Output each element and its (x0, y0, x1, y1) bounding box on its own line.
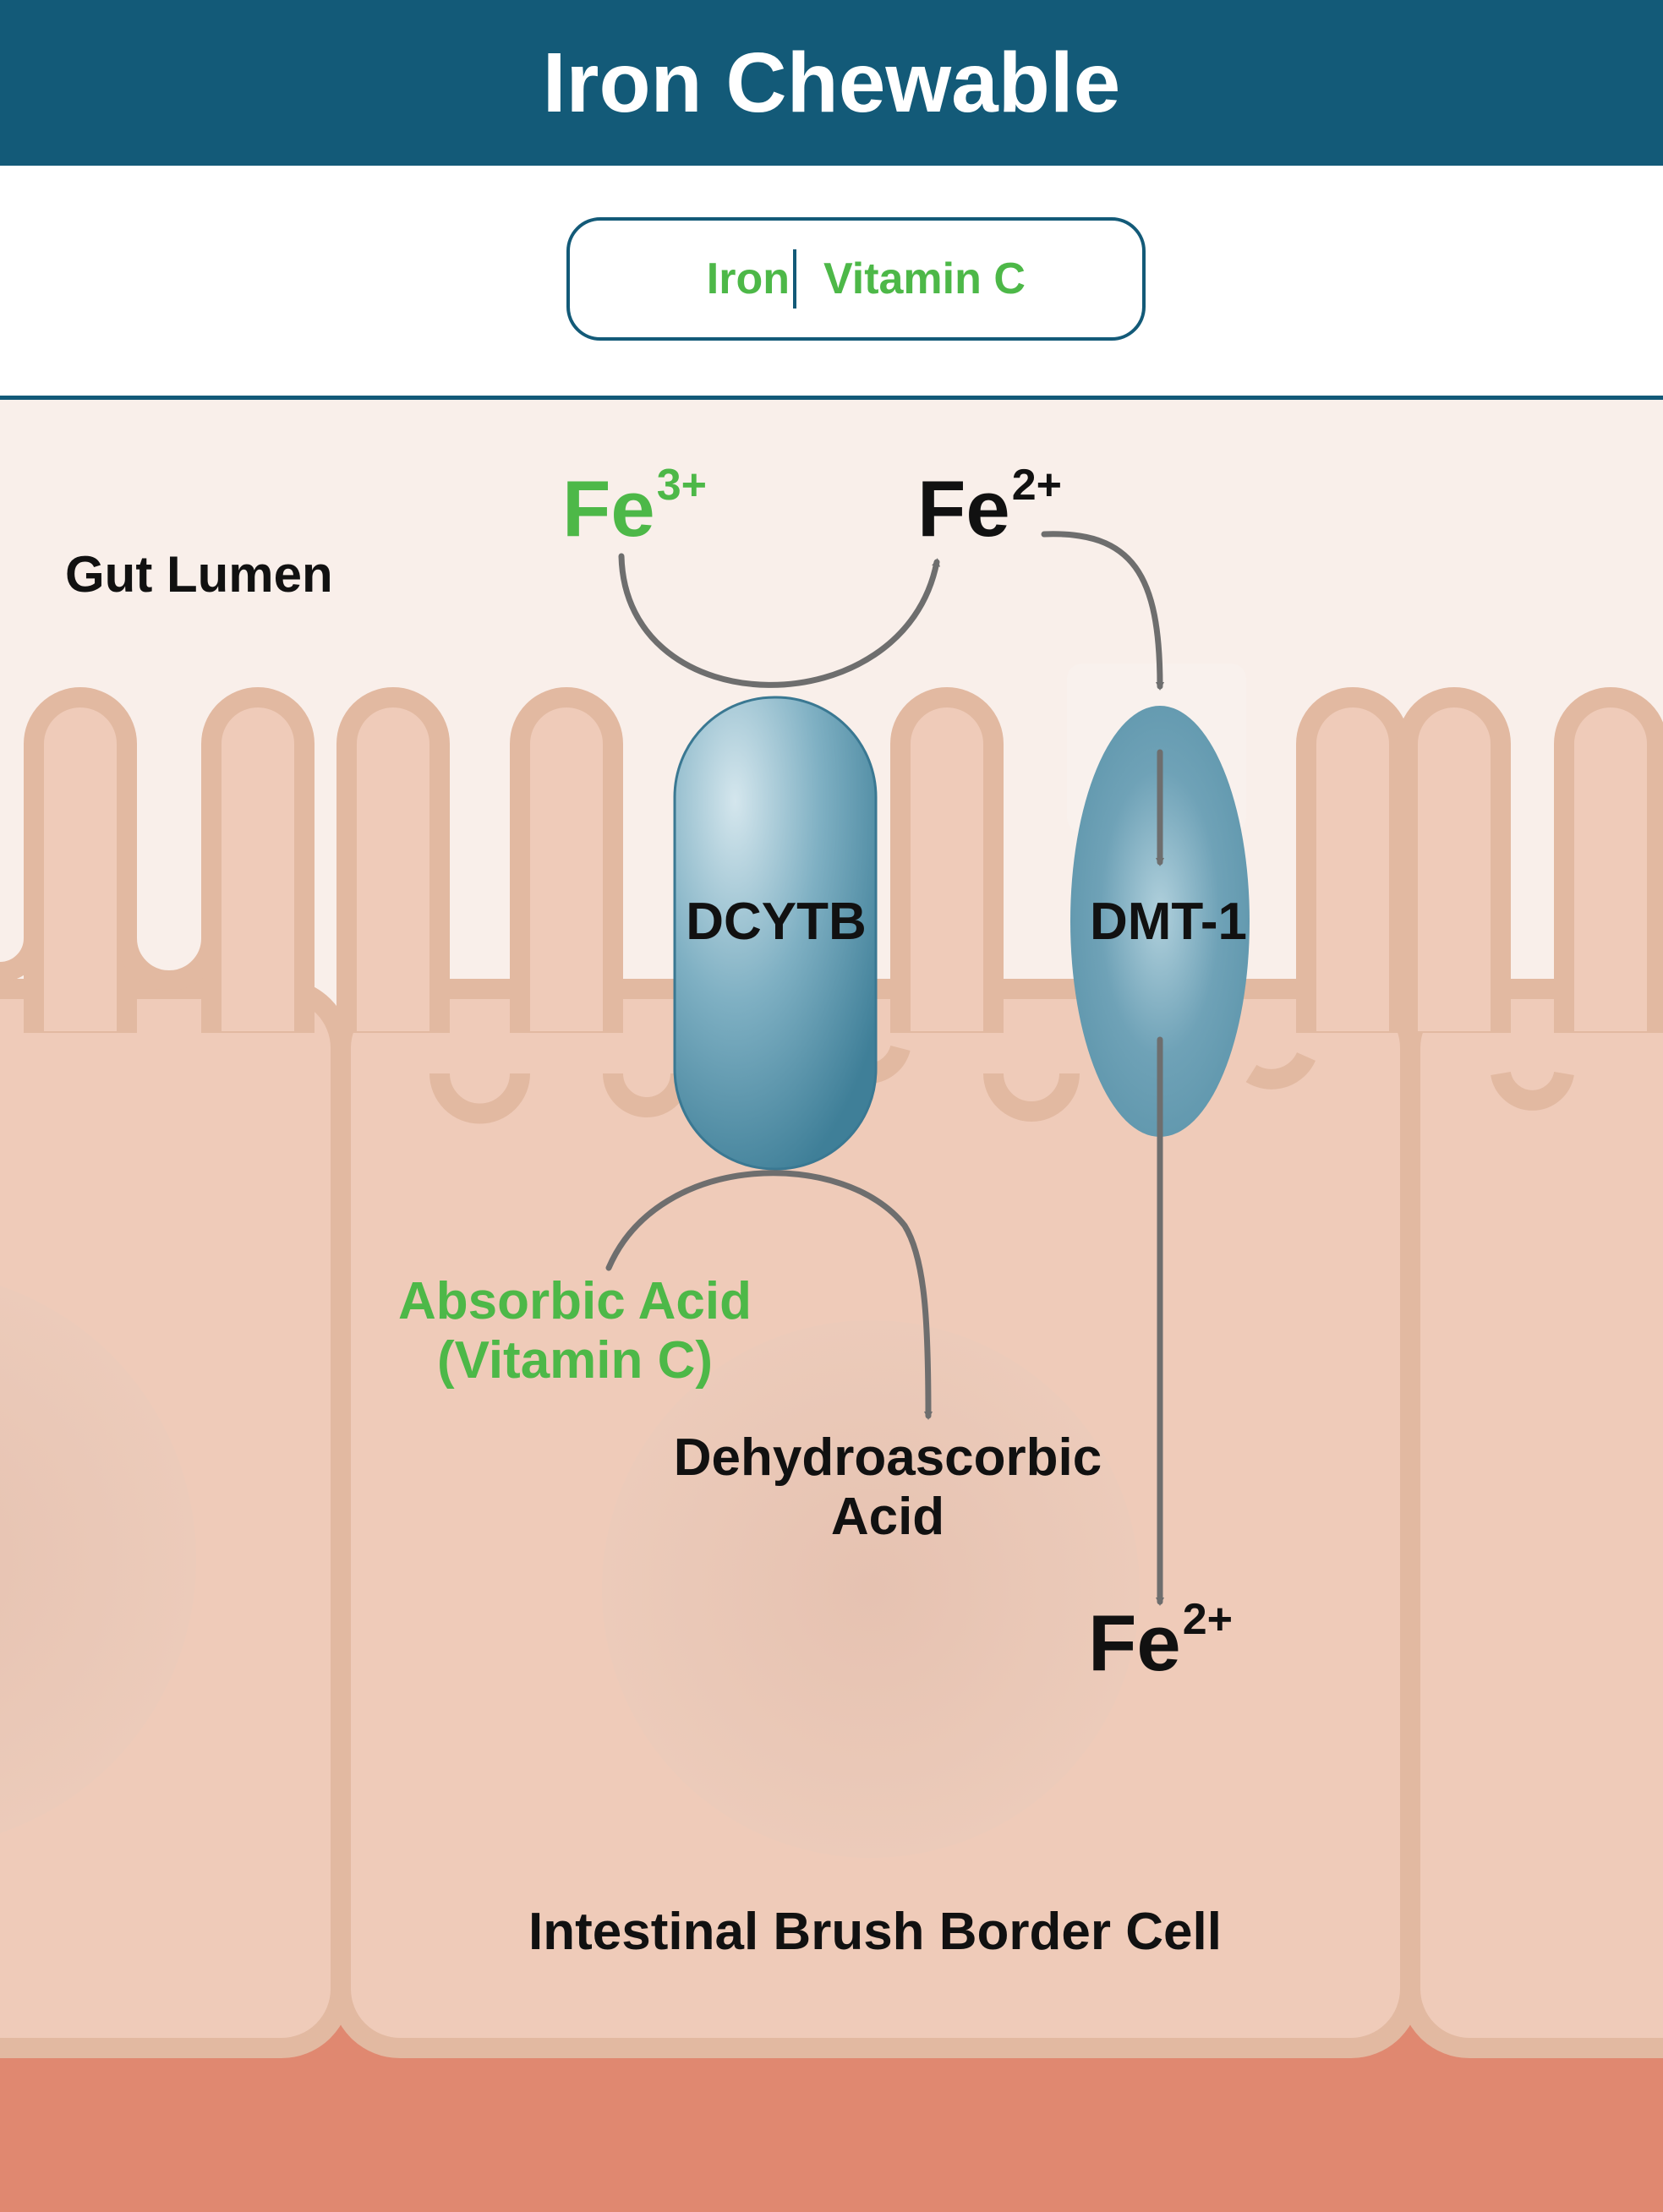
fe3-ion-lumen: Fe3+ (562, 461, 707, 554)
fe2-ion-cell: Fe2+ (1088, 1595, 1233, 1689)
cell-label: Intestinal Brush Border Cell (528, 1903, 1222, 1961)
ascorbic-line-2: (Vitamin C) (436, 1331, 714, 1390)
header-banner: Iron Chewable (0, 0, 1663, 166)
dcytb-label: DCYTB (686, 893, 867, 951)
dmt1-transporter (1070, 706, 1250, 1137)
fe3-symbol: Fe (562, 464, 655, 553)
ingredients-pill: Iron Vitamin C (566, 217, 1146, 341)
ingredient-vitamin-c: Vitamin C (823, 254, 1026, 303)
arrow-fe3-to-fe2 (618, 553, 940, 688)
fe2-cell-charge: 2+ (1182, 1595, 1233, 1644)
gut-lumen-label: Gut Lumen (65, 546, 333, 603)
page-title: Iron Chewable (542, 36, 1121, 130)
ascorbic-acid-label: Absorbic Acid (Vitamin C) (372, 1272, 778, 1390)
dehydroascorbic-acid-label: Dehydroascorbic Acid (651, 1428, 1124, 1547)
microvilli (0, 687, 1663, 1124)
ingredient-iron: Iron (706, 254, 790, 303)
dmt1-label: DMT-1 (1090, 893, 1247, 951)
section-divider (0, 396, 1663, 400)
pill-divider (793, 249, 796, 309)
dehydro-line-2: Acid (830, 1488, 945, 1546)
arrow-fe2-to-dmt1 (1041, 531, 1164, 691)
dcytb-transporter (673, 696, 878, 1171)
microvilli-fill (44, 972, 1647, 1031)
arrows (605, 531, 1164, 1606)
fe2-symbol: Fe (917, 464, 1010, 553)
arrow-ascorbic-to-dehydro (605, 1170, 933, 1420)
ascorbic-line-1: Absorbic Acid (398, 1272, 752, 1330)
fe3-charge: 3+ (656, 461, 707, 510)
cell-nuclei (0, 1286, 1140, 1858)
dehydro-line-1: Dehydroascorbic (673, 1428, 1102, 1487)
fe2-charge: 2+ (1011, 461, 1062, 510)
fe2-ion-lumen: Fe2+ (917, 461, 1062, 554)
fe2-cell-symbol: Fe (1088, 1598, 1181, 1687)
